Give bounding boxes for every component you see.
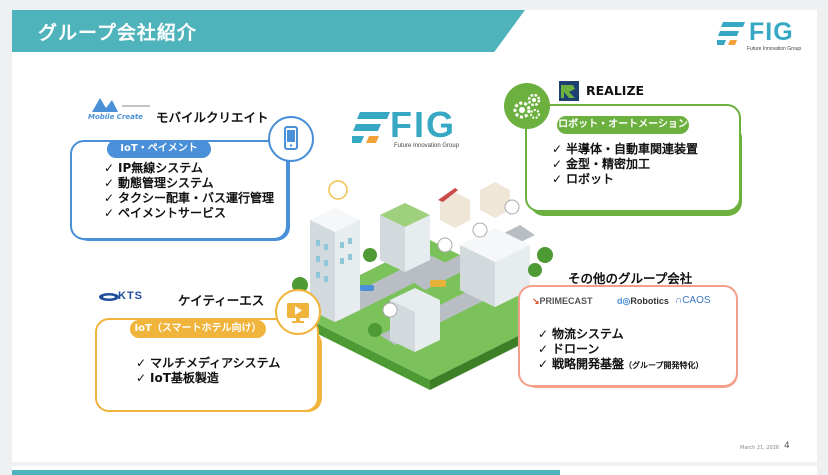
list-item: ✓半導体・自動車関連装置 [552,142,699,156]
list-item: ✓動態管理システム [104,176,214,190]
mobile-create-logo: Mobile Create [88,96,152,122]
mobile-create-category-badge: IoT・ペイメント [107,140,211,158]
realize-name: REALIZE [586,83,645,98]
robotics-logo: d◎Robotics [617,296,669,306]
fig-mark-icon [717,22,745,45]
fig-logo: FIG Future Innovation Group [717,18,801,56]
other-companies-title: その他のグループ会社 [568,271,693,286]
kts-logo: KTS [98,290,168,304]
gears-icon [504,83,550,129]
realize-category-badge: ロボット・オートメーション [557,116,689,134]
city-illustration [290,180,570,390]
kts-logo-text: KTS [118,290,143,302]
page-title: グループ会社紹介 [38,22,197,44]
list-item: ✓IoT基板製造 [136,371,219,385]
list-item: ✓ペイメントサービス [104,206,227,220]
phone-icon [268,116,314,162]
caos-logo-icon: ∩ [675,295,683,306]
fig-logo-subtitle: Future Innovation Group [747,46,802,52]
list-item: ✓金型・精密加工 [552,157,651,171]
caos-logo: ∩CAOS [675,295,711,306]
kts-logo-icon [99,293,119,301]
list-item: ✓ドローン [538,342,600,356]
list-item: ✓IP無線システム [104,161,203,175]
kts-category-badge: IoT（スマートホテル向け） [130,320,266,338]
list-item: ✓タクシー配車・バス運行管理 [104,191,275,205]
kts-card [95,318,319,412]
list-item: ✓物流システム [538,327,624,341]
primecast-logo: ↘PRIMECAST [532,296,593,306]
robotics-logo-icon: d◎ [617,296,631,306]
mobile-create-list: ✓IP無線システム ✓動態管理システム ✓タクシー配車・バス運行管理 ✓ペイメン… [104,161,274,221]
fig-logo-subtitle: Future Innovation Group [394,143,460,149]
realize-logo-icon [558,80,580,102]
page-number: 4 [784,441,790,451]
realize-list: ✓半導体・自動車関連装置 ✓金型・精密加工 ✓ロボット [552,142,698,187]
slide: グループ会社紹介 FIG Future Innovation Group FIG… [12,10,817,462]
kts-name: ケイティーエス [178,293,265,308]
mobile-create-logo-text: Mobile Create [88,113,143,121]
other-companies-card [518,285,738,387]
list-item-note: （グループ開発特化） [624,361,704,370]
next-slide-strip [12,466,817,475]
kts-list: ✓マルチメディアシステム ✓IoT基板製造 [136,356,280,386]
mobile-create-name: モバイルクリエイト [156,110,269,125]
list-item: ✓ロボット [552,172,615,186]
fig-logo-text: FIG [749,18,794,46]
fig-mark-icon [352,112,390,143]
footer-date: March 21, 2026 [740,445,780,451]
fig-logo-text: FIG [390,104,456,145]
other-companies-list: ✓物流システム ✓ドローン ✓戦略開発基盤（グループ開発特化） [538,327,704,373]
list-item: ✓戦略開発基盤（グループ開発特化） [538,357,704,371]
list-item: ✓マルチメディアシステム [136,356,281,370]
mobile-create-logo-icon [92,98,150,112]
title-bar [12,10,525,52]
monitor-icon [275,289,321,335]
primecast-logo-icon: ↘ [532,296,540,306]
fig-logo-center: FIG Future Innovation Group [352,104,472,160]
